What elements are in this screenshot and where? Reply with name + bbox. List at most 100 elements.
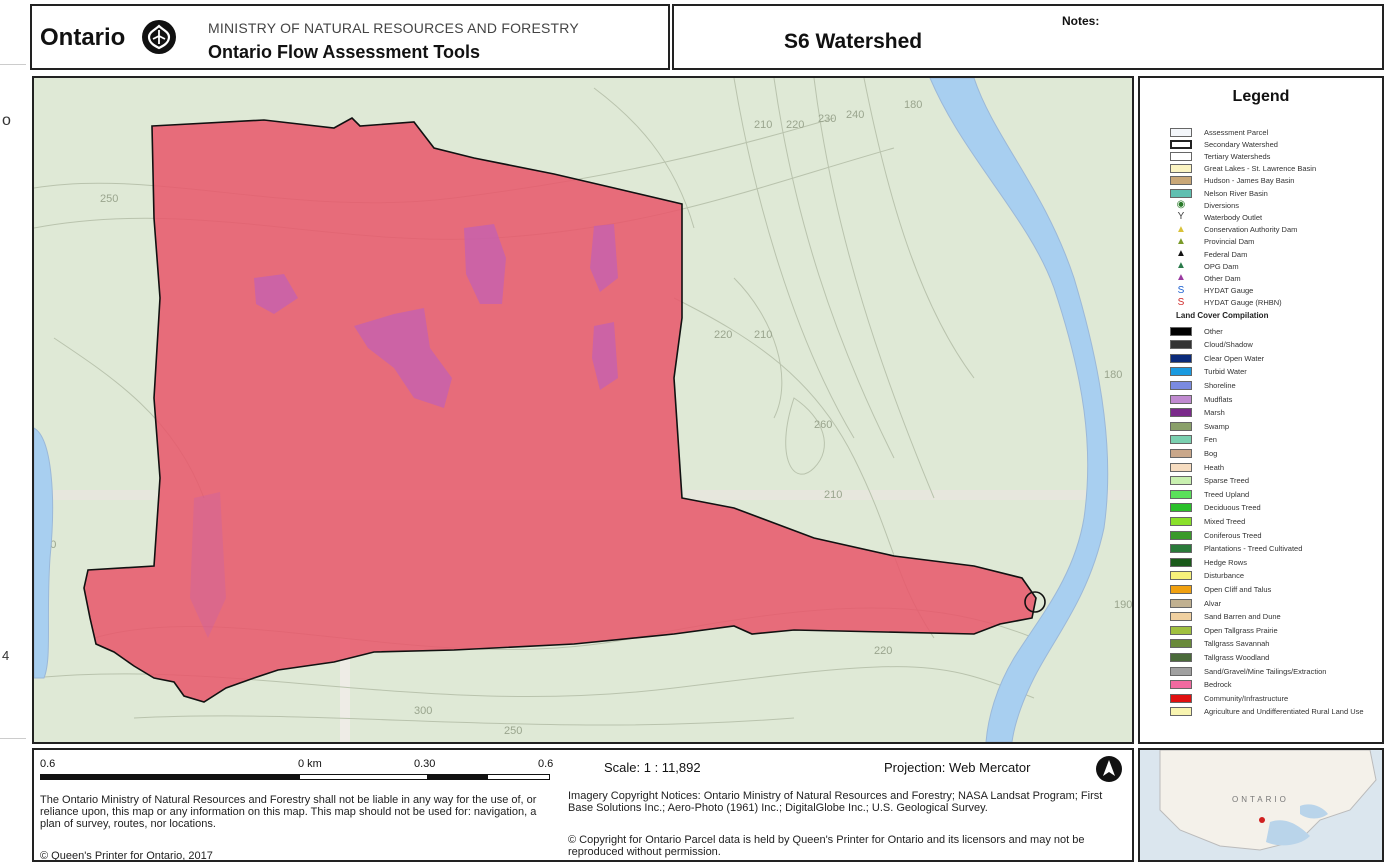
legend-item-label: Open Tallgrass Prairie bbox=[1204, 625, 1278, 635]
legend-swatch bbox=[1170, 503, 1192, 513]
tools-title: Ontario Flow Assessment Tools bbox=[208, 42, 481, 62]
legend-swatch bbox=[1170, 367, 1192, 377]
legend-swatch bbox=[1170, 408, 1192, 418]
legend-item-label: Mixed Treed bbox=[1204, 516, 1246, 526]
legend-item: Secondary Watershed bbox=[1170, 138, 1278, 150]
map-canvas[interactable]: 250 210 220 230 240 180 220 210 260 210 … bbox=[32, 76, 1134, 744]
wetland-patch bbox=[464, 224, 506, 304]
legend-swatch bbox=[1170, 164, 1192, 174]
contour-label: 220 bbox=[874, 645, 892, 657]
legend-swatch bbox=[1170, 476, 1192, 486]
legend-landcover-item: Hedge Rows bbox=[1170, 556, 1247, 568]
legend-item-label: Other Dam bbox=[1204, 273, 1241, 283]
legend-item-label: Open Cliff and Talus bbox=[1204, 584, 1272, 594]
legend-item: Tertiary Watersheds bbox=[1170, 150, 1270, 162]
dam-icon: ▲ bbox=[1176, 223, 1186, 235]
legend-landcover-item: Open Tallgrass Prairie bbox=[1170, 624, 1278, 636]
scalebar-left-label: 0.6 bbox=[40, 758, 56, 770]
legend-item-label: Fen bbox=[1204, 435, 1217, 445]
contour-label: 210 bbox=[754, 329, 772, 341]
inset-locator-map[interactable]: ONTARIO bbox=[1138, 748, 1384, 862]
header-title-panel: S6 Watershed Notes: bbox=[672, 4, 1384, 70]
legend-item-label: Provincial Dam bbox=[1204, 237, 1255, 247]
legend-item: ◉ Diversions bbox=[1170, 199, 1239, 211]
legend-landcover-item: Swamp bbox=[1170, 420, 1229, 432]
contour-label: 210 bbox=[824, 489, 842, 501]
legend-item-label: Waterbody Outlet bbox=[1204, 212, 1263, 222]
legend-item-label: Shoreline bbox=[1204, 380, 1236, 390]
dam-icon: ▲ bbox=[1176, 235, 1186, 247]
legend-item: ▲ Provincial Dam bbox=[1170, 236, 1254, 248]
legend-title: Legend bbox=[1232, 88, 1290, 105]
legend-item-label: Cloud/Shadow bbox=[1204, 340, 1253, 350]
contour-label: 220 bbox=[714, 329, 732, 341]
diversion-icon: ◉ bbox=[1176, 199, 1186, 211]
legend-landcover-item: Plantations - Treed Cultivated bbox=[1170, 543, 1302, 555]
ministry-name: MINISTRY OF NATURAL RESOURCES AND FOREST… bbox=[208, 20, 579, 36]
legend-item: Assessment Parcel bbox=[1170, 126, 1268, 138]
legend-item-label: Deciduous Treed bbox=[1204, 503, 1261, 513]
legend-landcover-item: Coniferous Treed bbox=[1170, 529, 1262, 541]
legend-landcover-item: Alvar bbox=[1170, 597, 1221, 609]
legend-landcover-item: Marsh bbox=[1170, 407, 1225, 419]
wetland-patch bbox=[354, 308, 452, 408]
legend-swatch bbox=[1170, 340, 1192, 350]
legend-landcover-item: Community/Infrastructure bbox=[1170, 692, 1288, 704]
legend-item-label: Tallgrass Woodland bbox=[1204, 652, 1270, 662]
legend-item-label: Clear Open Water bbox=[1204, 353, 1265, 363]
legend-swatch bbox=[1170, 139, 1192, 149]
legend-swatch bbox=[1170, 666, 1192, 676]
legend-item: Great Lakes - St. Lawrence Basin bbox=[1170, 163, 1316, 175]
legend-item-label: Diversions bbox=[1204, 200, 1240, 210]
legend-item: ▲ Conservation Authority Dam bbox=[1170, 224, 1297, 236]
legend-item-label: Swamp bbox=[1204, 421, 1230, 431]
legend-item-label: Bedrock bbox=[1204, 680, 1232, 690]
legend-swatch bbox=[1170, 353, 1192, 363]
legend-item-label: Treed Upland bbox=[1204, 489, 1250, 499]
legend-landcover-item: Sparse Treed bbox=[1170, 475, 1249, 487]
inset-label: ONTARIO bbox=[1232, 795, 1289, 804]
imagery-notice: Imagery Copyright Notices: Ontario Minis… bbox=[568, 790, 1103, 814]
legend-item-label: Disturbance bbox=[1204, 571, 1245, 581]
watershed-outlet-marker[interactable] bbox=[1024, 591, 1046, 613]
contour-label: 300 bbox=[414, 705, 432, 717]
legend-item-label: Sparse Treed bbox=[1204, 476, 1250, 486]
wetland-patch bbox=[590, 224, 618, 292]
legend-landcover-item: Clear Open Water bbox=[1170, 352, 1264, 364]
wetland-patch bbox=[190, 492, 226, 638]
lake bbox=[34, 427, 54, 679]
legend-item-label: Mudflats bbox=[1204, 394, 1233, 404]
legend-landcover-item: Deciduous Treed bbox=[1170, 502, 1261, 514]
legend-swatch bbox=[1170, 380, 1192, 390]
map-svg[interactable]: 250 210 220 230 240 180 220 210 260 210 … bbox=[34, 78, 1132, 742]
legend-item-label: Federal Dam bbox=[1204, 249, 1248, 259]
projection-text: Projection: Web Mercator bbox=[884, 760, 1031, 775]
gauge-icon: S bbox=[1177, 296, 1185, 308]
legend-swatch bbox=[1170, 151, 1192, 161]
edge-divider bbox=[0, 738, 26, 739]
wetland-patch bbox=[592, 322, 618, 390]
legend-swatch bbox=[1170, 639, 1192, 649]
legend-swatch bbox=[1170, 584, 1192, 594]
legend-landcover-item: Bedrock bbox=[1170, 679, 1232, 691]
contour-label: 210 bbox=[754, 119, 772, 131]
left-edge-strip: o 4 bbox=[0, 0, 28, 866]
edge-marker: 4 bbox=[2, 648, 10, 663]
legend-swatch bbox=[1170, 127, 1192, 137]
legend-swatch bbox=[1170, 188, 1192, 198]
legend-item-label: Agriculture and Undifferentiated Rural L… bbox=[1204, 707, 1364, 717]
legend-item-label: Conservation Authority Dam bbox=[1204, 225, 1298, 235]
gauge-icon: S bbox=[1177, 284, 1185, 296]
map-title: S6 Watershed bbox=[784, 30, 923, 53]
contour-label: 260 bbox=[814, 419, 832, 431]
watershed-polygon[interactable] bbox=[83, 117, 1037, 703]
contour-label: 230 bbox=[818, 113, 836, 125]
legend-swatch bbox=[1170, 544, 1192, 554]
ontario-logo-text: Ontario bbox=[40, 24, 126, 51]
scale-text: Scale: 1 : 11,892 bbox=[604, 760, 701, 775]
legend-swatch bbox=[1170, 598, 1192, 608]
